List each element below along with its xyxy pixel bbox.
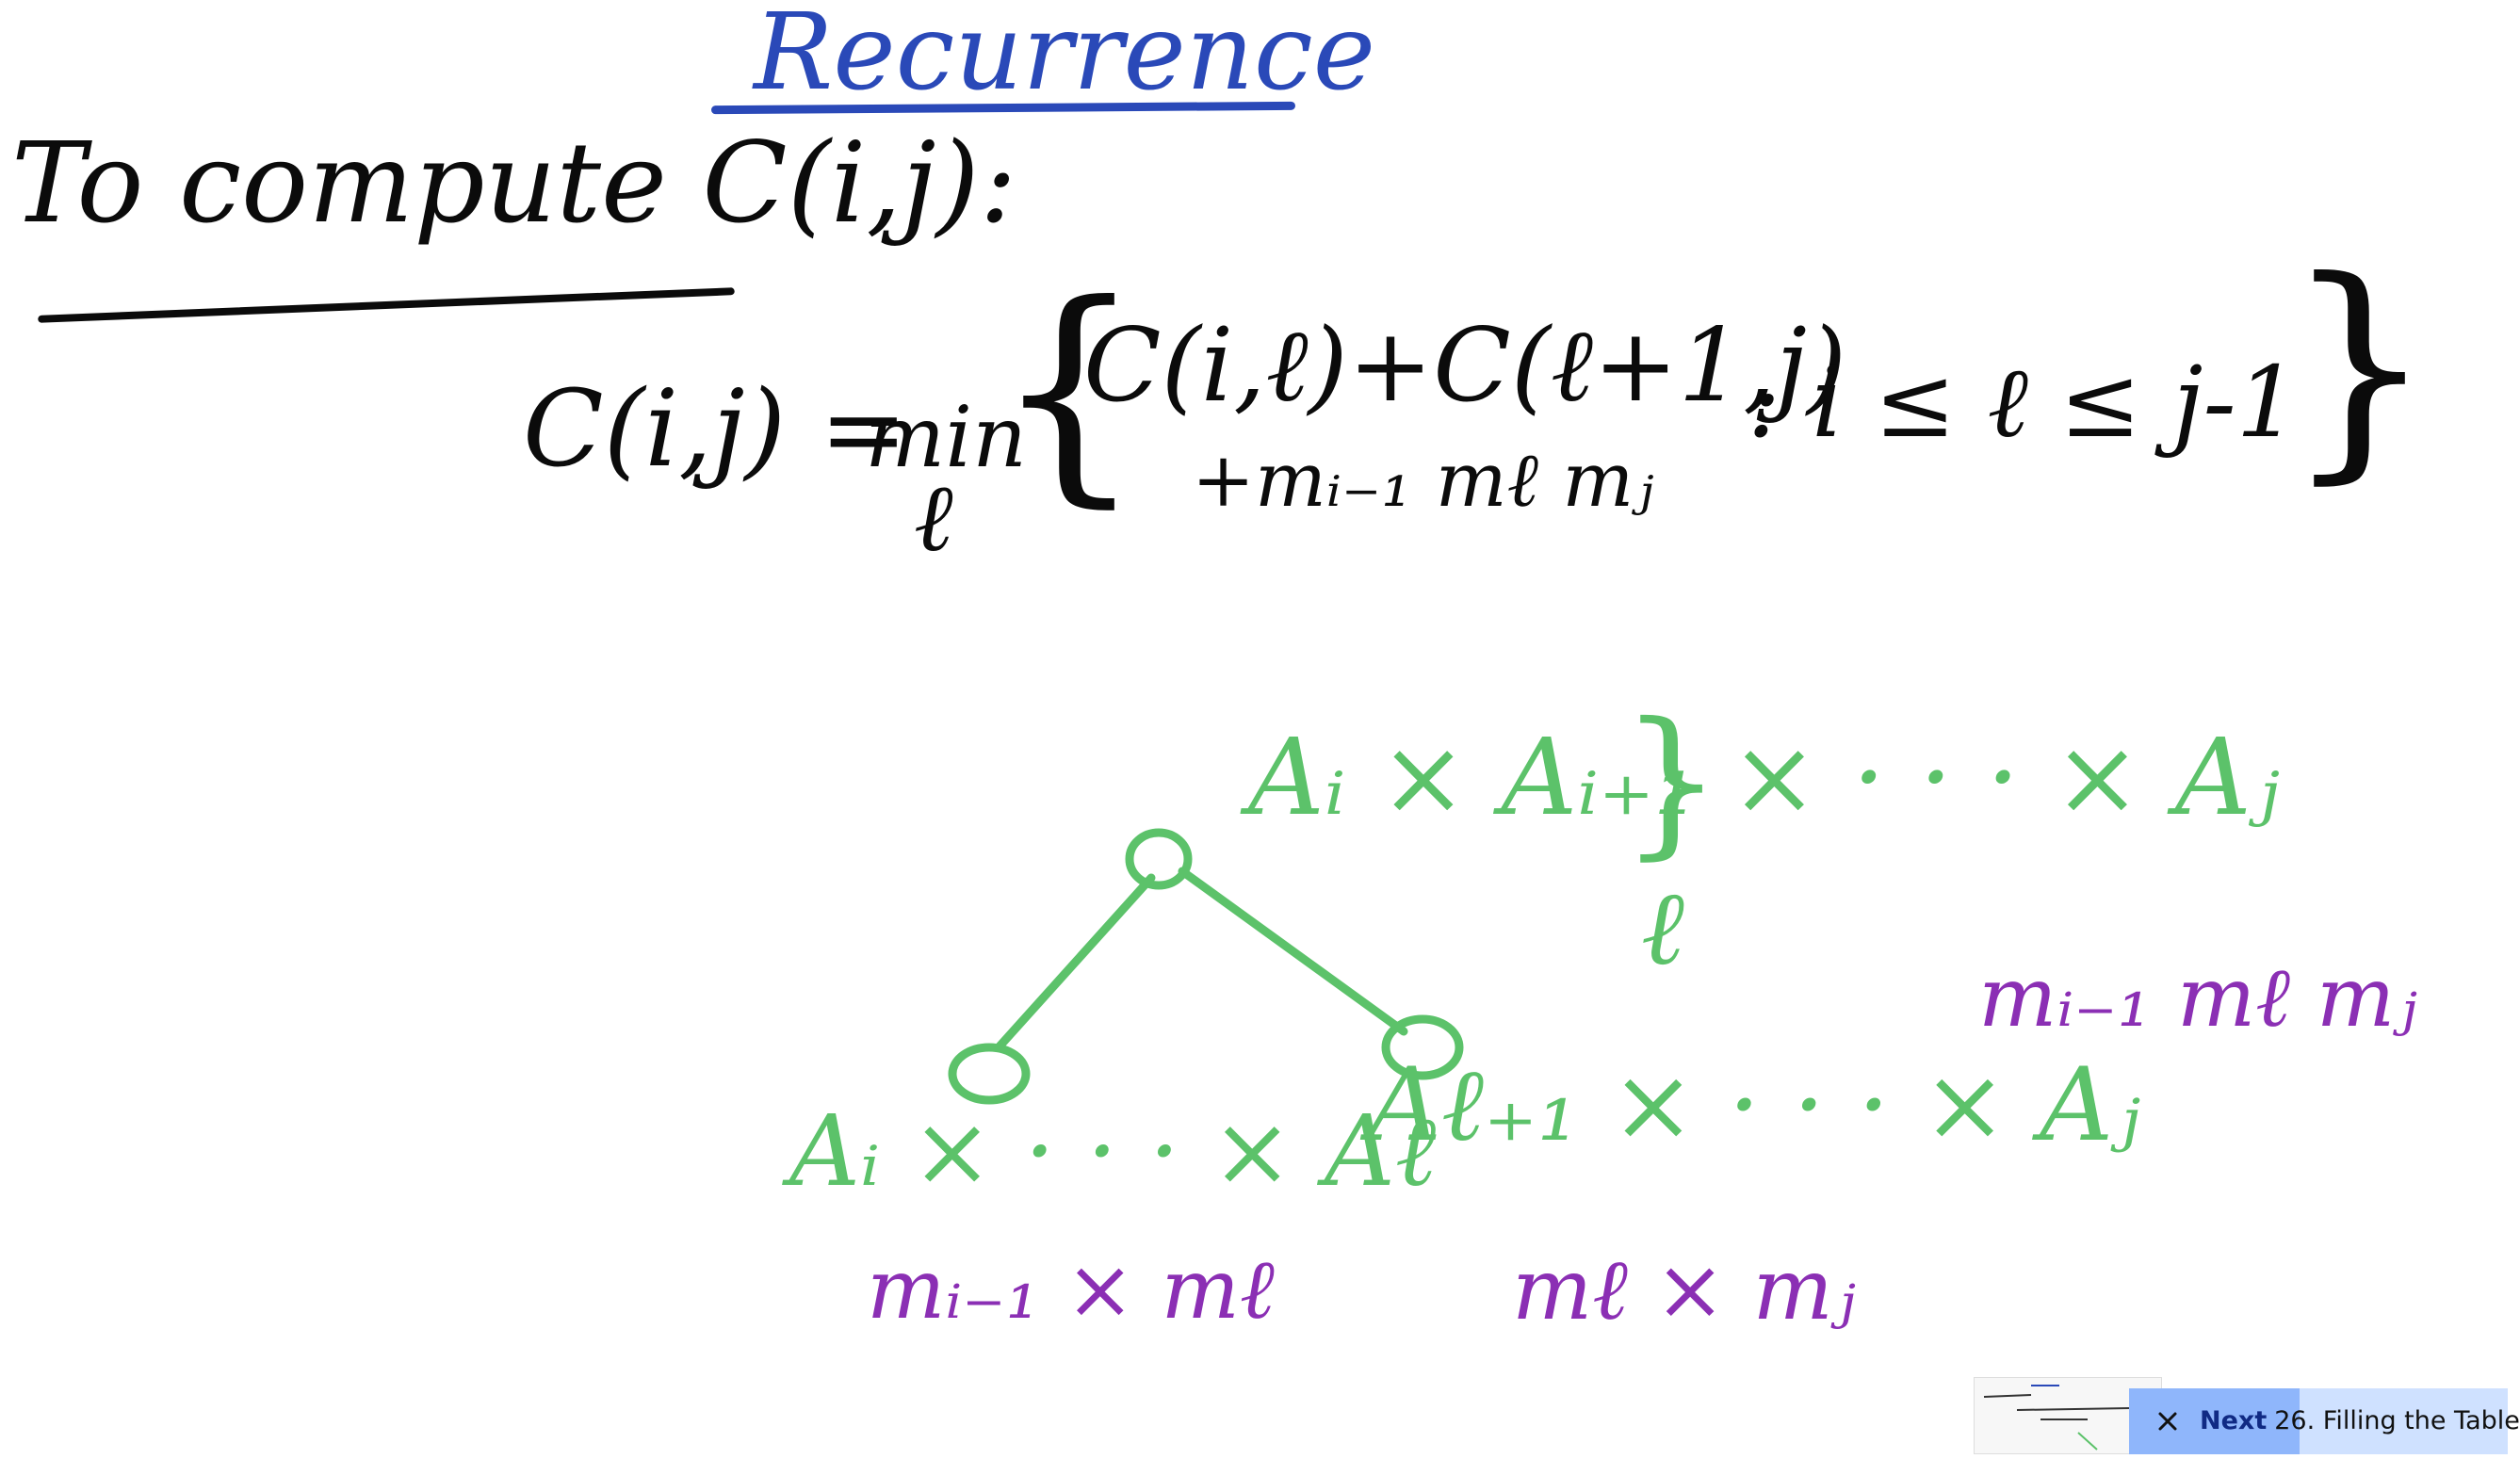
subproblem-sum: C(i,ℓ)+C(ℓ+1,j): [1083, 307, 1847, 425]
recurrence-lhs: C(i,j) =: [523, 368, 908, 491]
right-result-dimensions: mℓ × mⱼ: [1512, 1240, 1856, 1339]
intro-text: To compute C(i,j):: [11, 118, 1017, 248]
tree-left-node: [948, 1043, 1031, 1105]
next-label: Next: [2200, 1406, 2268, 1435]
tree-right-node: [1381, 1014, 1464, 1080]
split-index-label: ℓ: [1641, 867, 1684, 988]
root-matrix-chain: Aᵢ × Aᵢ₊₁ × · · · × Aⱼ: [1248, 717, 2280, 839]
slide-title: Recurrence: [754, 0, 1375, 114]
right-matrix-chain: Aℓ₊₁ × · · · × Aⱼ: [1368, 1046, 2140, 1164]
next-lesson-title: 26. Filling the Table: [2274, 1406, 2520, 1435]
split-brace: }: [1620, 689, 1723, 875]
min-subscript: ℓ: [914, 462, 953, 573]
autoplay-progress: [2129, 1388, 2300, 1454]
left-matrix-chain: Aᵢ × · · · × Aℓ: [789, 1094, 1437, 1208]
tree-edge-right: [1178, 867, 1408, 1036]
thumbnail-preview-image: [1983, 1385, 2131, 1451]
close-brace: }: [2284, 230, 2435, 504]
final-multiplication-cost: mᵢ₋₁ mℓ mⱼ: [1978, 948, 2417, 1046]
close-icon[interactable]: [2148, 1402, 2187, 1441]
min-operator: min: [865, 388, 1028, 487]
open-brace: {: [994, 253, 1145, 527]
merge-cost-term: +mᵢ₋₁ mℓ mⱼ: [1192, 436, 1654, 524]
split-range-condition: : i ≤ ℓ ≤ j-1: [1748, 345, 2299, 460]
tree-edge-left: [994, 873, 1156, 1052]
left-result-dimensions: mᵢ₋₁ × mℓ: [867, 1240, 1275, 1337]
tree-root-node: [1125, 828, 1193, 890]
